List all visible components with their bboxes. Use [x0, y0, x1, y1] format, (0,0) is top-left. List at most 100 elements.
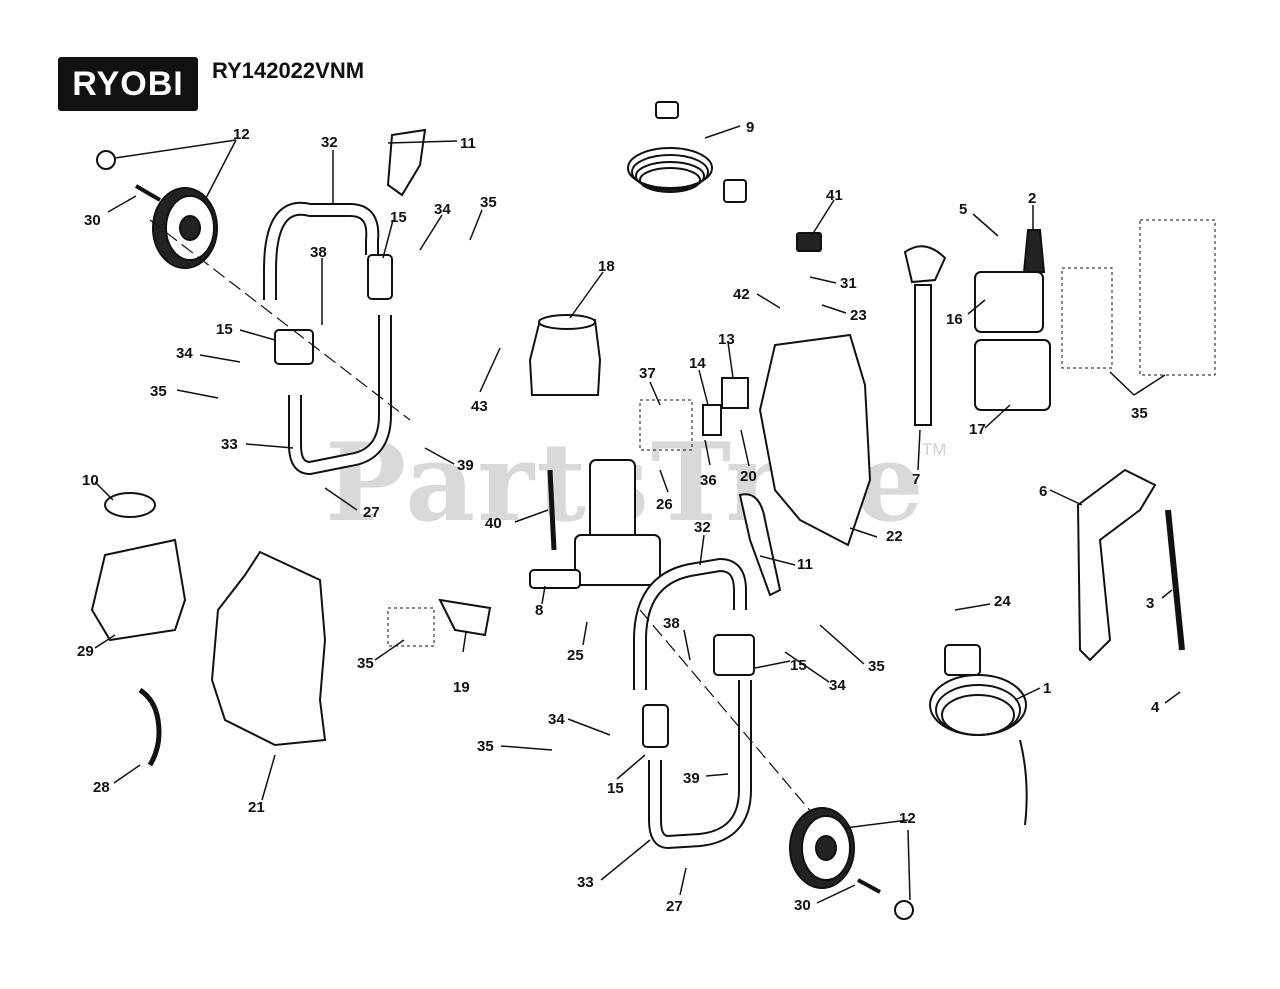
callout-8: 8	[535, 602, 543, 619]
callout-7: 7	[912, 471, 920, 488]
callout-33-a: 33	[221, 436, 238, 453]
callout-4: 4	[1151, 699, 1160, 716]
callout-6: 6	[1039, 483, 1047, 500]
part-handle-grip	[903, 245, 947, 284]
brand-name: RYOBI	[72, 65, 184, 103]
callout-9: 9	[746, 119, 754, 136]
callout-11-lower: 11	[797, 556, 813, 573]
callout-15-b: 15	[216, 321, 233, 338]
part-handle-right-inner	[635, 559, 745, 690]
callout-16: 16	[946, 311, 963, 328]
part-switch	[796, 232, 822, 252]
part-clamp-upper	[367, 254, 393, 300]
part-detergent-tank	[90, 538, 187, 642]
screw-panel-center	[639, 399, 693, 451]
callout-18: 18	[598, 258, 615, 275]
callout-35-c: 35	[1131, 405, 1148, 422]
part-hose-reel	[627, 101, 747, 203]
part-hose-hook-upper	[386, 128, 427, 197]
part-clamp-left	[274, 329, 314, 365]
callout-15-c: 15	[790, 657, 807, 674]
callout-33-b: 33	[577, 874, 594, 891]
callout-34-a: 34	[434, 201, 451, 218]
part-power-cord	[929, 644, 1028, 826]
part-lower-frame-right-outer	[648, 680, 752, 850]
callout-34-b: 34	[176, 345, 193, 362]
part-upright-bar	[914, 284, 932, 426]
callout-29: 29	[77, 643, 94, 660]
callout-13: 13	[718, 331, 735, 348]
callout-21: 21	[248, 799, 265, 816]
callout-37: 37	[639, 365, 656, 382]
callout-25: 25	[567, 647, 584, 664]
part-pump-cover	[528, 319, 602, 396]
screw-panel-left	[1061, 267, 1113, 369]
part-wheel-left	[152, 187, 218, 269]
ryobi-logo: RYOBI	[58, 57, 198, 111]
callout-32-a: 32	[321, 134, 338, 151]
callout-23: 23	[850, 307, 867, 324]
part-clip-left	[96, 150, 116, 170]
callout-38-a: 38	[310, 244, 327, 261]
callout-27-b: 27	[666, 898, 683, 915]
leader-lines	[94, 125, 1181, 904]
callout-1: 1	[1043, 680, 1051, 697]
part-clamp-right	[713, 634, 755, 676]
callout-19: 19	[453, 679, 470, 696]
callout-35-e: 35	[357, 655, 374, 672]
part-lower-frame-right-inner	[650, 680, 750, 848]
part-nozzle	[1022, 229, 1046, 273]
callout-38-b: 38	[663, 615, 680, 632]
callout-35-a: 35	[480, 194, 497, 211]
assembly-axis-left	[149, 219, 411, 421]
callout-10: 10	[82, 472, 99, 489]
callout-20: 20	[740, 468, 757, 485]
callout-28: 28	[93, 779, 110, 796]
callout-32-b: 32	[694, 519, 711, 536]
callout-36: 36	[700, 472, 717, 489]
callout-35-f: 35	[477, 738, 494, 755]
part-tank-hose	[138, 687, 162, 767]
callout-14: 14	[689, 355, 706, 372]
part-label-plate	[721, 377, 749, 409]
part-handle-left-inner	[265, 203, 378, 300]
callout-5: 5	[959, 201, 967, 218]
callout-2: 2	[1028, 190, 1036, 207]
callout-12-upper: 12	[233, 126, 250, 143]
callout-40: 40	[485, 515, 502, 532]
callout-26: 26	[656, 496, 673, 513]
callout-24: 24	[994, 593, 1011, 610]
assembly-axis-right	[639, 609, 836, 841]
callout-3: 3	[1146, 595, 1154, 612]
callout-39-b: 39	[683, 770, 700, 787]
callout-labels: 1 2 3 4 5 6 7 8 9 10 11 11 12 12 13 14 1…	[77, 119, 1160, 915]
part-cord-clip	[438, 598, 492, 637]
part-rear-housing	[758, 333, 872, 547]
callout-42: 42	[733, 286, 750, 303]
watermark-tm: TM	[922, 440, 947, 459]
part-wheel-right	[789, 807, 855, 889]
callout-35-d: 35	[868, 658, 885, 675]
part-clamp-lower	[642, 704, 669, 748]
callout-15-a: 15	[390, 209, 407, 226]
part-rod	[547, 469, 557, 551]
callout-22: 22	[886, 528, 903, 545]
part-motor-pump	[529, 459, 661, 589]
part-axle-right	[857, 878, 881, 894]
screw-panel-bottom	[387, 607, 435, 647]
part-lance	[1165, 509, 1185, 651]
part-base-housing	[210, 550, 327, 747]
screw-panel-right	[1139, 219, 1216, 376]
callout-17: 17	[969, 421, 986, 438]
callout-11-upper: 11	[460, 135, 476, 152]
callout-12-lower: 12	[899, 810, 916, 827]
callout-27-a: 27	[363, 504, 380, 521]
callout-31: 31	[840, 275, 857, 292]
callout-43: 43	[471, 398, 488, 415]
part-small-plate	[702, 404, 722, 436]
callout-39-a: 39	[457, 457, 474, 474]
callout-41: 41	[826, 187, 843, 204]
callout-30-a: 30	[84, 212, 101, 229]
part-tank-cap	[104, 492, 156, 518]
